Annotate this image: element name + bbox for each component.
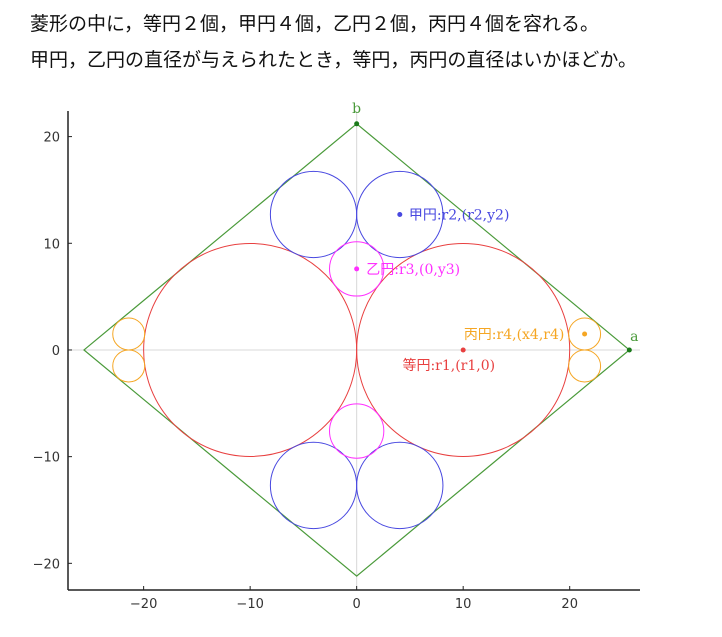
x-tick-label: −20 (130, 597, 157, 612)
x-tick-label: 0 (353, 597, 361, 612)
annotation-r1: 等円:r1,(r1,0) (402, 357, 495, 374)
center-point-r2 (397, 211, 403, 217)
vertex-point-a (626, 347, 632, 353)
center-point-r1 (460, 347, 466, 353)
x-tick-label: 10 (455, 597, 472, 612)
circle-r4 (568, 349, 602, 383)
y-tick-label: 10 (43, 237, 60, 252)
circle-r2 (269, 170, 358, 259)
annotation-r2: 甲円:r2,(r2,y2) (409, 207, 510, 223)
vertex-label-b: b (352, 101, 361, 117)
problem-line-1: 菱形の中に，等円２個，甲円４個，乙円２個，丙円４個を容れる。 (30, 13, 600, 35)
y-tick-label: 0 (52, 344, 60, 359)
circle-r3 (329, 241, 385, 297)
rhombus (83, 123, 631, 577)
vertex-point-b (354, 121, 360, 127)
y-tick-label: −10 (33, 451, 60, 466)
circle-r2 (269, 441, 358, 530)
y-tick-label: −20 (33, 557, 60, 572)
circle-r1 (143, 242, 358, 457)
x-tick-label: 20 (561, 597, 578, 612)
center-point-r4 (582, 331, 588, 337)
annotation-r4: 丙円:r4,(x4,r4) (464, 327, 565, 343)
center-point-r3 (354, 266, 360, 272)
circle-r3 (329, 403, 385, 459)
circle-r4 (112, 317, 146, 351)
problem-line-2: 甲円，乙円の直径が与えられたとき，等円，丙円の直径はいかほどか。 (30, 49, 638, 71)
vertex-label-a: a (630, 329, 638, 345)
y-tick-label: 20 (43, 131, 60, 146)
circle-r4 (112, 349, 146, 383)
annotation-r3: 乙円:r3,(0,y3) (366, 262, 460, 278)
x-tick-label: −10 (236, 597, 263, 612)
